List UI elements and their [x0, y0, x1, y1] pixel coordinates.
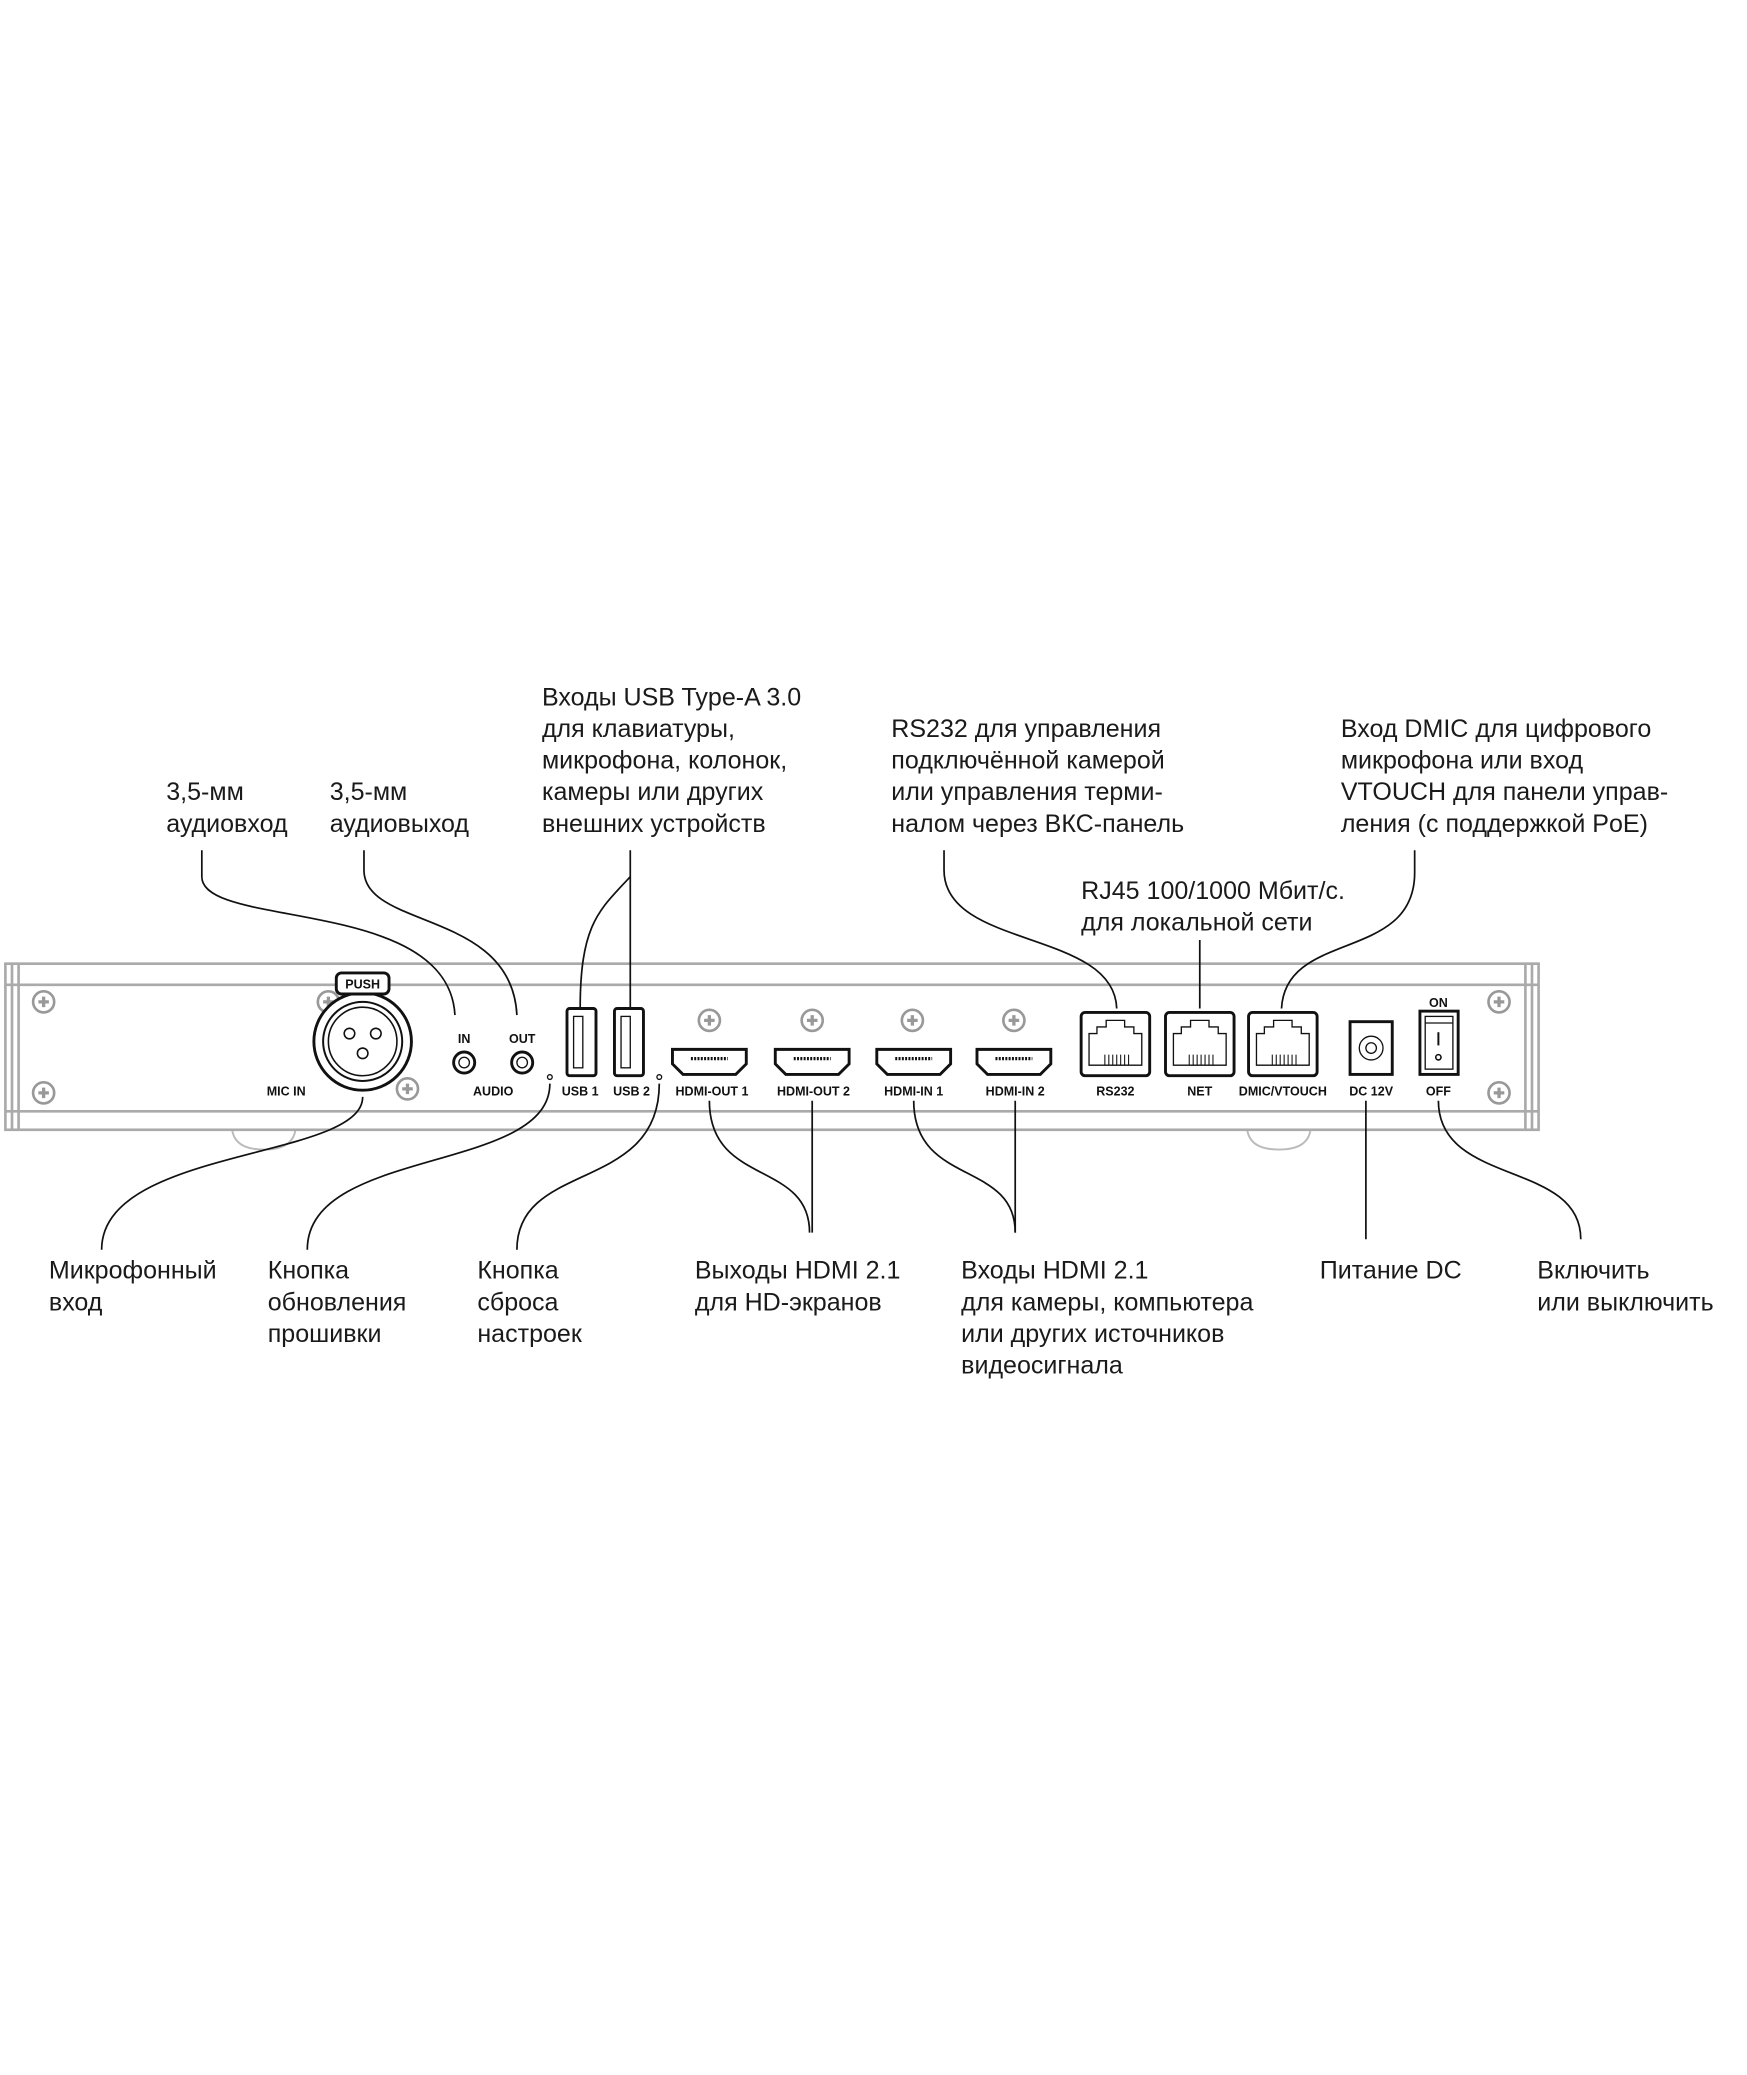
xlr-mic-connector: PUSH MIC IN: [267, 971, 413, 1099]
off-label: OFF: [1426, 1085, 1451, 1099]
screw-icon: [900, 1008, 925, 1033]
dmic-label: DMIC/VTOUCH: [1239, 1085, 1327, 1099]
screw-icon: [800, 1008, 825, 1033]
hdmi-in1-label: HDMI-IN 1: [884, 1085, 943, 1099]
hdmi-out2-label: HDMI-OUT 2: [777, 1085, 850, 1099]
audio-label: AUDIO: [473, 1085, 514, 1099]
usb1-label: USB 1: [562, 1085, 599, 1099]
usb2-label: USB 2: [613, 1085, 650, 1099]
audio-in-label: IN: [458, 1032, 471, 1046]
on-label: ON: [1429, 996, 1448, 1010]
hdmi-out1-label: HDMI-OUT 1: [676, 1085, 749, 1099]
power-section: DC 12V ON OFF: [1348, 996, 1460, 1099]
foot-left: [231, 1129, 297, 1151]
screw-icon: [697, 1008, 722, 1033]
firmware-button: [546, 1074, 553, 1081]
screw-icon: [395, 1077, 420, 1101]
screws: [31, 990, 1511, 1105]
reset-button: [656, 1074, 663, 1081]
mic-in-label: MIC IN: [267, 1085, 306, 1099]
screw-icon: [1487, 990, 1511, 1014]
audio-out-label: OUT: [509, 1032, 536, 1046]
push-label: PUSH: [345, 978, 380, 992]
push-tab: PUSH: [334, 971, 391, 996]
screw-icon: [1487, 1081, 1511, 1105]
callout-net: RJ45 100/1000 Мбит/с.для локальной сети: [1081, 877, 1345, 937]
hdmi-in2-label: HDMI-IN 2: [986, 1085, 1045, 1099]
foot-right: [1246, 1129, 1312, 1151]
leader-lines: [100, 850, 1582, 1250]
net-label: NET: [1187, 1085, 1212, 1099]
hdmi-ports: HDMI-OUT 1 HDMI-OUT 2 HDMI-IN 1 HDMI-IN …: [671, 1047, 1053, 1099]
audio-jacks: IN OUT AUDIO: [452, 1032, 663, 1099]
screw-icon: [1002, 1008, 1026, 1033]
callout-dc: Питание DC: [1320, 1257, 1462, 1285]
screw-icon: [31, 1081, 56, 1105]
rj45-ports: RS232 NET DMIC/VTOUCH: [1079, 1011, 1327, 1099]
rs232-label: RS232: [1096, 1085, 1134, 1099]
dc-label: DC 12V: [1349, 1085, 1393, 1099]
usb-ports: USB 1 USB 2: [562, 1007, 650, 1099]
screw-icon: [31, 990, 56, 1014]
